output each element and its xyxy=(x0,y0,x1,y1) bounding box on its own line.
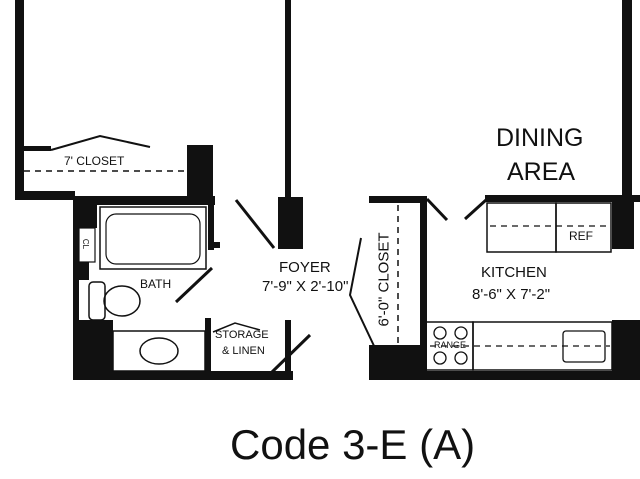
wall xyxy=(208,200,214,250)
wall xyxy=(187,145,213,200)
wall xyxy=(612,195,634,249)
wall xyxy=(485,195,640,202)
wall xyxy=(73,320,113,380)
wall xyxy=(73,196,215,205)
plan-title: Code 3-E (A) xyxy=(230,421,476,468)
bath-label: BATH xyxy=(140,277,172,291)
closet-6-door xyxy=(348,237,376,349)
entry-door xyxy=(269,333,312,375)
burner xyxy=(433,326,447,340)
wall xyxy=(285,320,291,375)
cl-label: CL xyxy=(81,238,91,250)
counter xyxy=(486,202,557,253)
closet-7-label: 7' CLOSET xyxy=(64,154,125,168)
burner xyxy=(454,326,468,340)
wall xyxy=(612,320,640,380)
toilet-tank xyxy=(88,281,106,321)
wall xyxy=(369,371,640,380)
vanity xyxy=(112,330,206,372)
closet-door xyxy=(50,134,151,151)
counter xyxy=(472,321,613,371)
wall xyxy=(369,196,427,203)
linen-closet xyxy=(78,227,96,263)
wall xyxy=(15,191,75,200)
bathtub-inner xyxy=(105,213,201,265)
foyer-dimensions: 7'-9" X 2'-10" xyxy=(262,278,349,295)
kitchen-door xyxy=(425,197,449,222)
foyer-label: FOYER xyxy=(279,259,331,276)
kitchen-label: KITCHEN xyxy=(481,264,547,281)
wall xyxy=(15,0,24,200)
storage-label-line1: STORAGE xyxy=(215,329,269,341)
toilet-bowl xyxy=(103,285,141,317)
dining-area-label-line1: DINING xyxy=(496,124,584,152)
burner xyxy=(433,351,447,365)
kitchen-door xyxy=(463,198,488,221)
bath-door xyxy=(174,266,214,304)
storage-door xyxy=(212,322,261,333)
wall xyxy=(205,318,211,373)
wall xyxy=(214,242,220,248)
range-label: RANGE xyxy=(434,340,467,350)
kitchen-dimensions: 8'-6" X 7'-2" xyxy=(472,286,551,303)
bathtub xyxy=(99,206,207,270)
foyer-door xyxy=(234,199,276,249)
burner xyxy=(454,351,468,365)
ref-label: REF xyxy=(569,229,593,243)
wall xyxy=(73,371,293,380)
refrigerator xyxy=(555,202,612,253)
storage-label-line2: & LINEN xyxy=(222,345,265,357)
wall xyxy=(73,196,79,380)
wall xyxy=(24,146,51,151)
closet-6-label: 6'-0" CLOSET xyxy=(375,232,393,327)
wall xyxy=(622,0,632,200)
wall xyxy=(285,0,291,200)
wall xyxy=(278,197,303,249)
dining-area-label-line2: AREA xyxy=(507,158,576,186)
wall xyxy=(420,196,427,380)
sink xyxy=(139,337,179,365)
